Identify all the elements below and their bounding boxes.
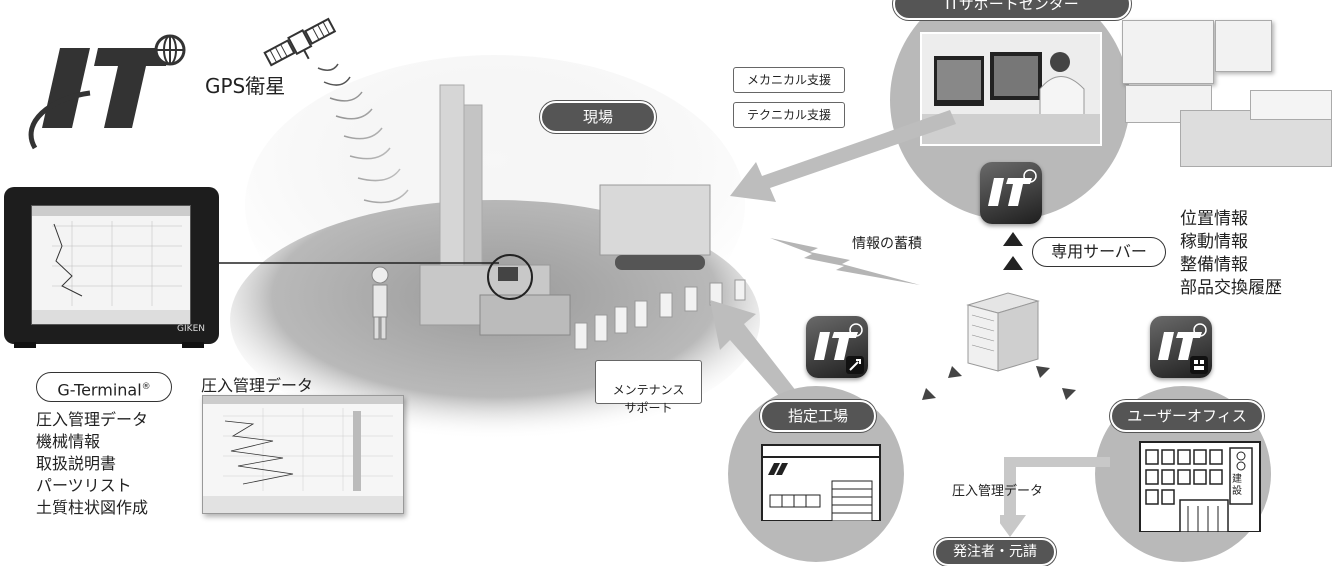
server-machine (966, 292, 1040, 372)
press-data-chart (202, 395, 404, 514)
g-terminal-item: 土質柱状図作成 (36, 498, 149, 517)
g-terminal-item: 圧入管理データ (36, 410, 149, 429)
g-terminal-item: パーツリスト (36, 476, 132, 495)
terminal-link-line (219, 262, 499, 264)
office-it-icon (1150, 316, 1212, 378)
server-info-item: 稼動情報 (1180, 232, 1248, 252)
press-data-title: 圧入管理データ (201, 376, 314, 395)
server-info-item: 部品交換履歴 (1180, 278, 1282, 298)
it-logo (28, 34, 186, 150)
terminal-foot (182, 342, 204, 348)
technical-support-tag: テクニカル支援 (733, 102, 845, 128)
server-info-item: 位置情報 (1180, 209, 1248, 229)
server-info-list: 位置情報 稼動情報 整備情報 部品交換履歴 (1180, 208, 1282, 300)
g-terminal-text: G-Terminal (57, 380, 142, 400)
factory-pill: 指定工場 (760, 400, 876, 432)
factory-building-icon (761, 444, 881, 521)
maintenance-text: メンテナンス サポート (612, 383, 685, 415)
lightning-signal (770, 238, 920, 285)
office-sign: 建設 (1232, 474, 1242, 497)
terminal-foot (14, 342, 36, 348)
server-to-office-arrows (1036, 366, 1076, 400)
server-pill: 専用サーバー (1032, 237, 1166, 267)
g-terminal-item: 取扱説明書 (36, 454, 117, 473)
g-terminal-list: 圧入管理データ 機械情報 取扱説明書 パーツリスト 土質柱状図作成 (36, 409, 148, 519)
registered-mark: ® (141, 382, 151, 392)
factory-to-site-arrow (710, 300, 800, 406)
server-to-factory-arrows (922, 366, 962, 400)
info-accumulation-label: 情報の蓄積 (852, 236, 922, 252)
support-screenshot (1215, 20, 1272, 72)
satellite-icon (263, 17, 337, 67)
upload-triangles (1003, 232, 1023, 270)
office-to-client-arrow (1000, 457, 1110, 537)
office-building-icon (1139, 441, 1261, 532)
mechanical-support-tag: メカニカル支援 (733, 67, 845, 93)
support-screenshot (1122, 20, 1214, 84)
monitor-brand: GIKEN (177, 324, 205, 334)
maintenance-support-tag: メンテナンス サポート (595, 360, 702, 415)
support-center-pill: ITサポートセンター (893, 0, 1131, 20)
support-screenshot (1250, 90, 1332, 120)
g-terminal-screen (31, 205, 191, 325)
office-pill: ユーザーオフィス (1110, 400, 1264, 432)
site-pill: 現場 (540, 101, 656, 133)
factory-it-icon (806, 316, 868, 378)
g-terminal-pill: G-Terminal® (36, 372, 172, 402)
press-data-flow-label: 圧入管理データ (952, 484, 1044, 499)
support-it-icon (980, 162, 1042, 224)
support-to-site-arrow (730, 110, 956, 202)
server-info-item: 整備情報 (1180, 255, 1248, 275)
gps-label: GPS衛星 (205, 74, 286, 98)
g-terminal-device: GIKEN (4, 187, 219, 344)
client-pill: 発注者・元請 (934, 538, 1056, 566)
g-terminal-item: 機械情報 (36, 432, 101, 451)
